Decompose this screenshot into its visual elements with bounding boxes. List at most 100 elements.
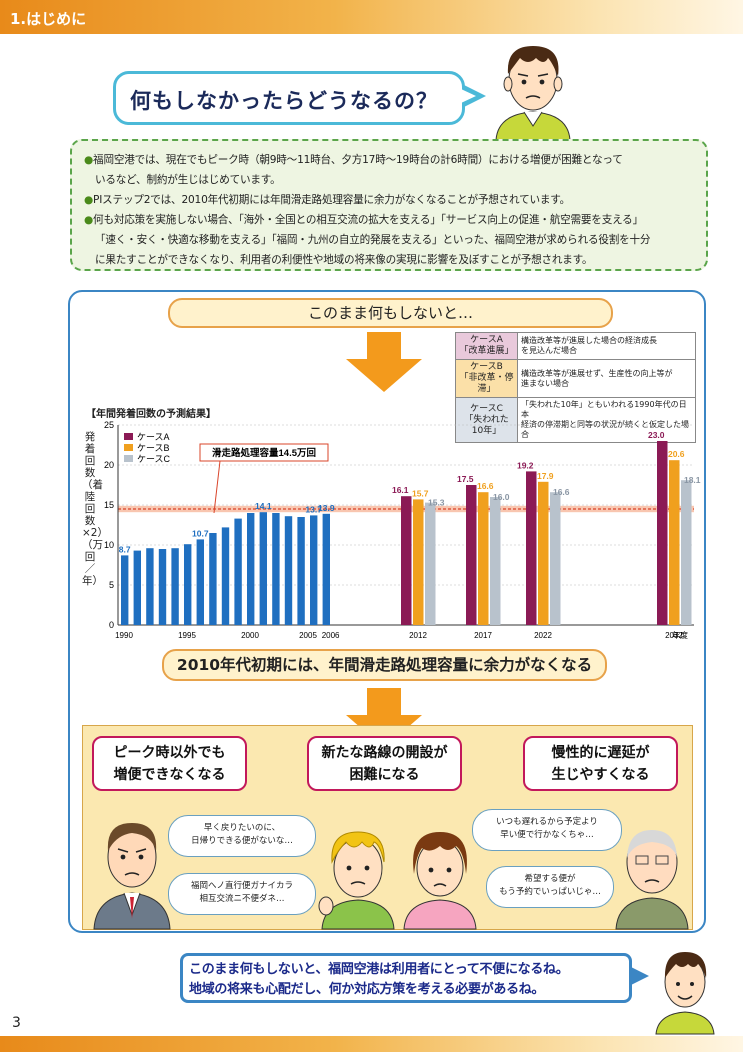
boy-illustration-bottom xyxy=(655,952,715,1035)
capacity-callout-box xyxy=(199,443,329,462)
boy-illustration xyxy=(495,46,571,141)
case-c-label: ケースC「失われた10年」 xyxy=(455,397,518,443)
forecast-value-label: 17.9 xyxy=(537,471,554,481)
section-header-bar: 1.はじめに xyxy=(0,0,743,34)
x-tick-label: 2006 xyxy=(322,631,340,640)
bottom-message-bubble: このまま何もしないと、福岡空港は利用者にとって不便になるね。 地域の将来も心配だ… xyxy=(180,953,632,1003)
forecast-value-label: 16.6 xyxy=(477,481,494,491)
bottom-message-tail xyxy=(629,966,649,986)
speech-elder: 希望する便がもう予約でいっぱいじゃ… xyxy=(486,866,614,908)
historical-bar xyxy=(196,539,204,625)
historical-bar xyxy=(146,548,154,625)
effect-no-new-routes: 新たな路線の開設が困難になる xyxy=(307,736,462,791)
legend-swatch xyxy=(124,455,133,462)
speech-foreigner: 福岡へノ直行便ガナイカラ相互交流ニ不便ダネ… xyxy=(168,873,316,915)
forecast-bar xyxy=(413,499,424,625)
x-tick-label: 1990 xyxy=(115,631,133,640)
forecast-value-label: 15.3 xyxy=(428,498,445,508)
chart-title: 【年間発着回数の予測結果】 xyxy=(86,409,216,420)
x-tick-label: 2022 xyxy=(534,631,552,640)
intro-line-4: ●何も対応策を実施しない場合、「海外・全国との相互交流の拡大を支える」「サービス… xyxy=(84,214,643,226)
case-row-b: ケースB「非改革・停滞」 構造改革等が進展せず、生産性の向上等が進まない場合 xyxy=(455,359,696,398)
historical-value-label: 10.7 xyxy=(192,528,209,538)
intro-line-2: いるなど、制約が生じはじめています。 xyxy=(95,174,281,186)
forecast-bar xyxy=(466,485,477,625)
y-tick-label: 25 xyxy=(104,420,114,430)
forecast-bar xyxy=(669,460,680,625)
forecast-bar xyxy=(401,496,412,625)
x-tick-label: 2032 xyxy=(665,631,683,640)
x-tick-label: 2017 xyxy=(474,631,492,640)
historical-value-label: 13.9 xyxy=(318,503,335,513)
pill-conclusion: 2010年代初期には、年間滑走路処理容量に余力がなくなる xyxy=(162,649,607,681)
forecast-bar xyxy=(425,502,436,625)
forecast-bar xyxy=(490,497,501,625)
legend-swatch xyxy=(124,444,133,451)
footer-bar xyxy=(0,1036,743,1052)
intro-box: ●福岡空港では、現在でもピーク時（朝9時～11時台、夕方17時～19時台の計6時… xyxy=(70,139,708,271)
forecast-value-label: 16.0 xyxy=(493,492,510,502)
x-tick-label: 1995 xyxy=(178,631,196,640)
case-c-desc: 「失われた10年」ともいわれる1990年代の日本経済の停滞期と同等の状況が続くと… xyxy=(517,397,696,443)
historical-bar xyxy=(322,513,330,625)
pill-if-nothing: このまま何もしないと… xyxy=(168,298,613,328)
elder-illustration xyxy=(615,830,689,930)
foreign-boy-illustration xyxy=(318,831,395,930)
x-axis-unit: 年度 xyxy=(672,630,688,640)
forecast-bar xyxy=(657,441,668,625)
forecast-value-label: 17.5 xyxy=(457,474,474,484)
down-arrow-1 xyxy=(346,332,422,392)
forecast-value-label: 20.6 xyxy=(668,449,685,459)
legend-label: ケースC xyxy=(137,454,171,464)
historical-bar xyxy=(184,544,192,625)
case-a-desc: 構造改革等が進展した場合の経済成長を見込んだ場合 xyxy=(517,332,696,360)
y-tick-label: 15 xyxy=(104,500,114,510)
intro-line-3: ●PIステップ2では、2010年代初期には年間滑走路処理容量に余力がなくなること… xyxy=(84,194,571,206)
effect-chronic-delays: 慢性的に遅延が生じやすくなる xyxy=(523,736,678,791)
y-tick-label: 5 xyxy=(109,580,114,590)
x-tick-label: 2000 xyxy=(241,631,259,640)
bottom-message-line-2: 地域の将来も心配だし、何か対応方策を考える必要があるね。 xyxy=(189,982,545,997)
case-row-a: ケースA「改革進展」 構造改革等が進展した場合の経済成長を見込んだ場合 xyxy=(455,332,696,360)
historical-value-label: 8.7 xyxy=(119,544,131,554)
historical-bar xyxy=(247,513,255,625)
case-row-c: ケースC「失われた10年」 「失われた10年」ともいわれる1990年代の日本経済… xyxy=(455,397,696,443)
case-a-label: ケースA「改革進展」 xyxy=(455,332,518,360)
x-tick-label: 2005 xyxy=(299,631,317,640)
section-title: 1.はじめに xyxy=(10,10,87,28)
forecast-value-label: 16.1 xyxy=(392,485,409,495)
historical-bar xyxy=(234,518,242,625)
intro-line-5: 「速く・安く・快適な移動を支える」「福岡・九州の自立的発展を支える」といった、福… xyxy=(95,234,651,246)
page-number: 3 xyxy=(12,1015,21,1031)
historical-bar xyxy=(297,517,305,625)
forecast-bar xyxy=(526,471,537,625)
historical-bar xyxy=(259,512,267,625)
question-text: 何もしなかったらどうなるの？ xyxy=(130,89,438,113)
historical-bar xyxy=(221,527,230,625)
case-b-desc: 構造改革等が進展せず、生産性の向上等が進まない場合 xyxy=(517,359,696,398)
forecast-value-label: 23.0 xyxy=(648,430,665,440)
legend-label: ケースA xyxy=(137,432,170,442)
forecast-bar xyxy=(681,480,692,625)
speech-businessman: 早く戻りたいのに、日帰りできる便がないな… xyxy=(168,815,316,857)
historical-bar xyxy=(284,516,293,625)
forecast-value-label: 16.6 xyxy=(553,487,570,497)
forecast-bar xyxy=(550,492,561,625)
capacity-callout-pointer xyxy=(213,460,221,514)
historical-bar xyxy=(272,513,280,625)
historical-bar xyxy=(310,515,318,625)
forecast-value-label: 18.1 xyxy=(684,475,701,485)
legend-swatch xyxy=(124,433,133,440)
case-b-label: ケースB「非改革・停滞」 xyxy=(455,359,518,398)
historical-value-label: 14.1 xyxy=(255,501,272,511)
intro-line-6: に果たすことができなくなり、利用者の利便性や地域の将来像の実現に影響を及ぼすこと… xyxy=(95,254,593,266)
capacity-callout-text: 滑走路処理容量14.5万回 xyxy=(212,447,316,459)
bottom-message-line-1: このまま何もしないと、福岡空港は利用者にとって不便になるね。 xyxy=(189,962,569,977)
historical-bar xyxy=(133,550,141,625)
intro-line-1: ●福岡空港では、現在でもピーク時（朝9時～11時台、夕方17時～19時台の計6時… xyxy=(84,154,623,166)
x-tick-label: 2012 xyxy=(409,631,427,640)
forecast-value-label: 19.2 xyxy=(517,460,534,470)
legend-label: ケースB xyxy=(137,443,170,453)
businessman-illustration xyxy=(93,823,171,930)
